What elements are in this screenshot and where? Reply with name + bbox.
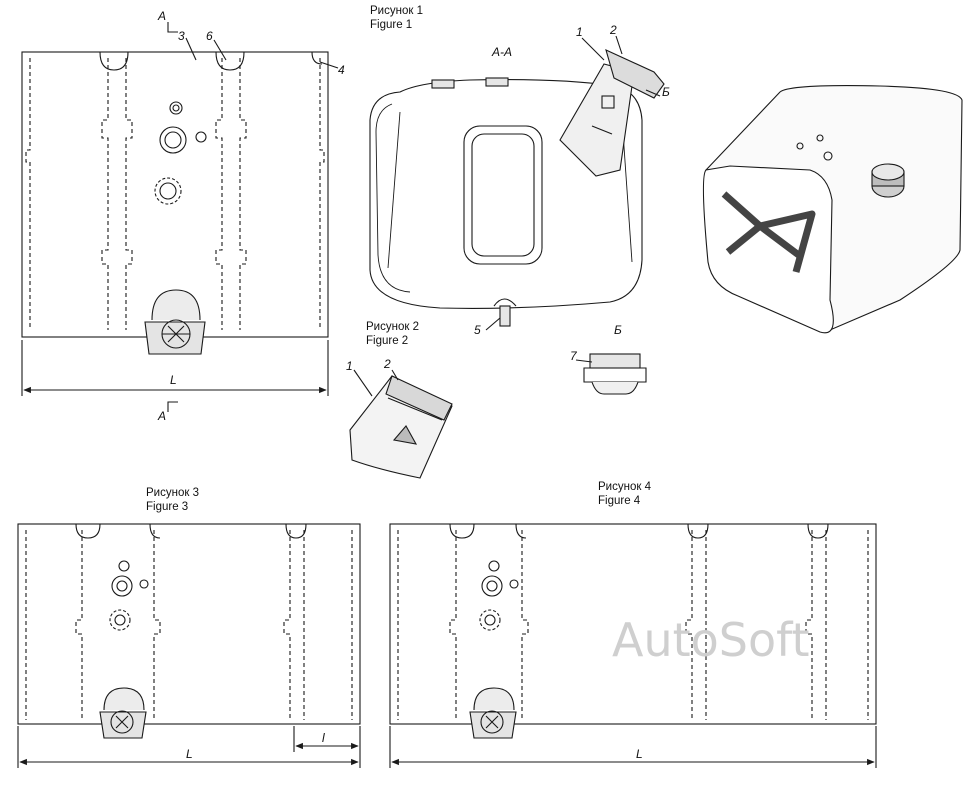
view-b-title: Б: [614, 323, 622, 337]
caption-figure-2-en: Figure 2: [366, 335, 408, 347]
figure-4-tank-top-view: [389, 523, 877, 768]
figure-2-callout-2: 2: [383, 357, 391, 371]
section-mark-a-bottom: A: [157, 409, 166, 423]
caption-figure-4-ru: Рисунок 4: [598, 481, 652, 493]
filler-neck-icon: [871, 163, 905, 198]
caption-figure-2-ru: Рисунок 2: [366, 321, 419, 333]
tank-isometric-view: [702, 85, 963, 334]
figure-1-tank-top-view: [21, 22, 339, 412]
figure-2-callout-1: 1: [346, 359, 353, 373]
view-b-marker: Б: [662, 85, 670, 99]
watermark-text: AutoSoft: [612, 613, 810, 667]
dimension-label-fig4-l: L: [636, 747, 643, 761]
callout-7: 7: [570, 349, 578, 363]
figure-3-tank-top-view: [17, 523, 361, 768]
caption-figure-1-en: Figure 1: [370, 19, 412, 31]
section-title-a-a: A-A: [491, 45, 512, 59]
callout-4: 4: [338, 63, 345, 77]
caption-figure-3-en: Figure 3: [146, 501, 188, 513]
callout-1: 1: [576, 25, 583, 39]
callout-3: 3: [178, 29, 185, 43]
caption-figure-4-en: Figure 4: [598, 495, 641, 507]
view-b-detail: [575, 353, 647, 395]
filler-cap-icon: [144, 319, 206, 355]
dimension-label-fig3-small-l: l: [322, 731, 325, 745]
dimension-label-fig3-l: L: [186, 747, 193, 761]
section-mark-a-top: A: [157, 9, 166, 23]
figure-2-bracket-detail: [349, 369, 453, 479]
callout-5: 5: [474, 323, 481, 337]
callout-2: 2: [609, 23, 617, 37]
section-a-a-view: [369, 35, 665, 331]
dimension-label-fig1-l: L: [170, 373, 177, 387]
caption-figure-3-ru: Рисунок 3: [146, 487, 199, 499]
callout-6: 6: [206, 29, 213, 43]
caption-figure-1-ru: Рисунок 1: [370, 5, 423, 17]
